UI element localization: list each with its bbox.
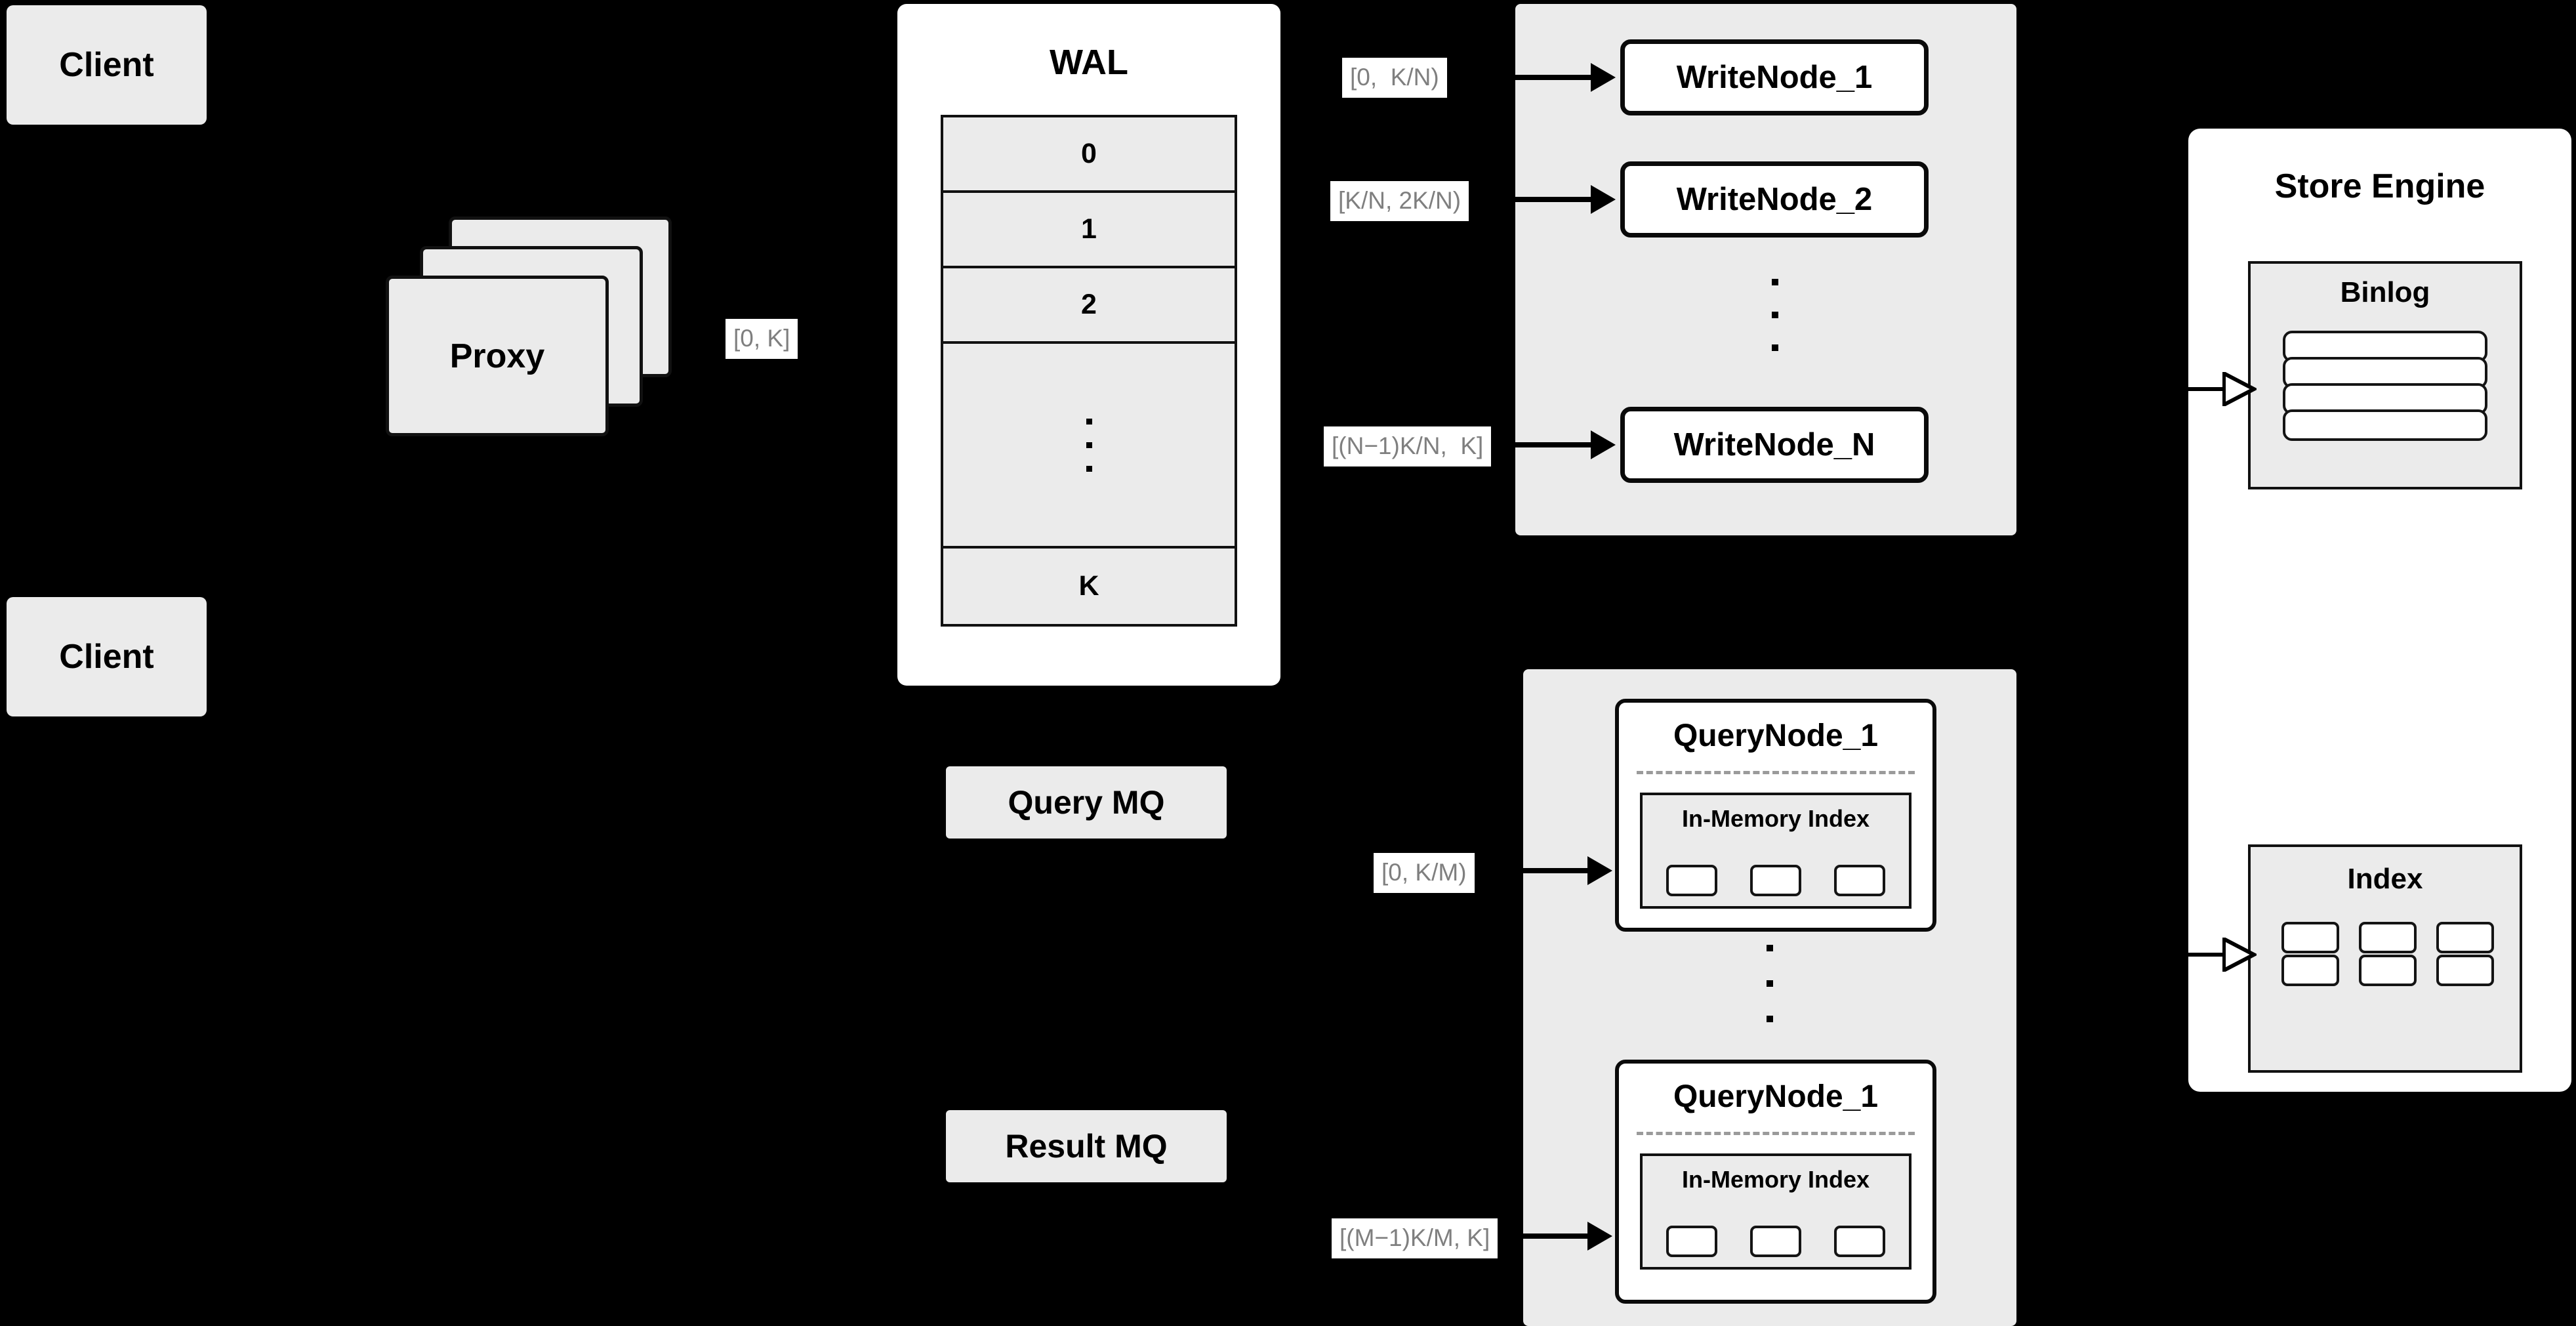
query-mq-box[interactable]: Query MQ	[946, 766, 1227, 839]
arrow-shaft-querynode-first	[1523, 868, 1602, 873]
query-node-last-label: QueryNode_1	[1673, 1079, 1879, 1114]
wal-row: 2	[943, 268, 1235, 344]
index-entry	[2359, 922, 2417, 953]
range-label-querynode-first: [0, K/M)	[1374, 853, 1475, 893]
index-segment	[1750, 865, 1801, 896]
arrow-shaft-to-index	[2188, 953, 2228, 957]
write-node-2[interactable]: WriteNode_2	[1620, 161, 1929, 238]
range-label-writenode-n: [(N−1)K/N, K]	[1324, 426, 1492, 466]
wal-row-ellipsis	[943, 344, 1235, 549]
query-node-last-index-label: In-Memory Index	[1681, 1166, 1870, 1193]
write-node-label: WriteNode_1	[1676, 59, 1873, 95]
arrow-head-querynode-last	[1587, 1222, 1612, 1251]
index-entry	[2281, 922, 2339, 953]
index-entry	[2436, 922, 2494, 953]
wal-table: 0 1 2 K	[941, 115, 1237, 627]
arrow-shaft-writenode-1	[1515, 75, 1594, 80]
query-node-1-divider	[1637, 771, 1915, 774]
range-label-writenode-1: [0, K/N)	[1342, 58, 1447, 98]
binlog-title: Binlog	[2340, 276, 2430, 308]
arrow-head-writenode-1	[1591, 63, 1616, 92]
client-box-top[interactable]: Client	[7, 5, 207, 125]
write-node-label: WriteNode_N	[1673, 426, 1875, 463]
binlog-entry	[2283, 409, 2487, 441]
wal-row: 0	[943, 117, 1235, 193]
arrow-shaft-writenode-2	[1515, 197, 1594, 202]
index-segment	[1834, 865, 1885, 896]
store-engine-title: Store Engine	[2274, 167, 2485, 205]
proxy-label: Proxy	[449, 337, 545, 375]
wal-row: 1	[943, 193, 1235, 268]
index-title: Index	[2347, 863, 2423, 895]
query-node-ellipsis	[1766, 945, 1774, 1022]
range-label-proxy-to-wal: [0, K]	[726, 319, 798, 359]
arrow-head-querynode-first	[1587, 856, 1612, 885]
client-label: Client	[59, 46, 154, 84]
index-entry	[2436, 955, 2494, 986]
write-node-ellipsis	[1771, 279, 1779, 351]
index-entry	[2359, 955, 2417, 986]
index-segment	[1666, 1226, 1717, 1257]
result-mq-box[interactable]: Result MQ	[946, 1110, 1227, 1182]
arrow-head-writenode-2	[1591, 185, 1616, 214]
index-segment	[1750, 1226, 1801, 1257]
proxy-box[interactable]: Proxy	[386, 276, 609, 436]
query-node-1-index-label: In-Memory Index	[1681, 805, 1870, 832]
write-node-1[interactable]: WriteNode_1	[1620, 39, 1929, 115]
wal-row: K	[943, 549, 1235, 624]
client-box-bottom[interactable]: Client	[7, 597, 207, 716]
index-segment	[1666, 865, 1717, 896]
query-node-1-label: QueryNode_1	[1673, 718, 1879, 753]
arrow-shaft-querynode-last	[1523, 1233, 1602, 1239]
index-entry	[2281, 955, 2339, 986]
index-segment	[1834, 1226, 1885, 1257]
wal-title: WAL	[1050, 43, 1128, 82]
write-node-n[interactable]: WriteNode_N	[1620, 407, 1929, 483]
arrow-head-writenode-n	[1591, 430, 1616, 459]
range-label-writenode-2: [K/N, 2K/N)	[1330, 181, 1469, 221]
query-node-last-divider	[1637, 1132, 1915, 1135]
client-label: Client	[59, 638, 154, 676]
arrow-shaft-to-binlog	[2188, 387, 2228, 391]
range-label-querynode-last: [(M−1)K/M, K]	[1332, 1218, 1498, 1258]
result-mq-label: Result MQ	[1005, 1128, 1168, 1165]
query-mq-label: Query MQ	[1008, 784, 1165, 821]
write-node-label: WriteNode_2	[1676, 181, 1873, 217]
arrow-shaft-writenode-n	[1515, 442, 1594, 447]
